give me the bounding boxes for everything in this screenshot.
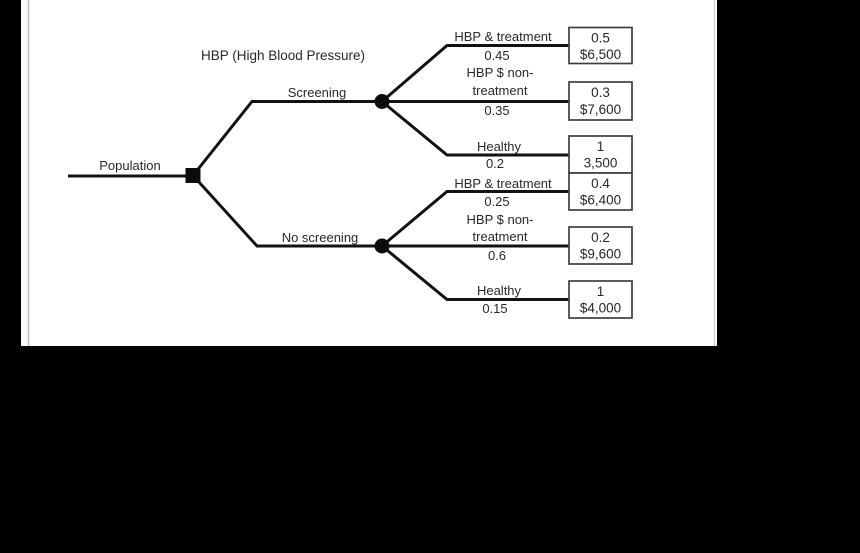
box-value-bottom: 3,500: [584, 156, 618, 171]
box-value-top: 1: [597, 284, 605, 299]
option-no-screening-label: No screening: [282, 230, 359, 245]
box-value-top: 1: [597, 139, 605, 154]
outcome-name: HBP & treatment: [454, 29, 552, 44]
root-label: Population: [99, 158, 160, 173]
box-value-bottom: $9,600: [580, 247, 621, 262]
outcome-name-line2: treatment: [473, 229, 528, 244]
outcome-probability: 0.45: [484, 48, 509, 63]
outcome-probability: 0.15: [482, 301, 507, 316]
payoff-box: [568, 26, 633, 65]
outcome-name: HBP $ non-: [467, 212, 534, 227]
option-screening-label: Screening: [288, 85, 347, 100]
screening-outcome-labels: HBP & treatment 0.45 HBP $ non- treatmen…: [454, 29, 552, 171]
tree-branches: [68, 44, 569, 301]
box-value-top: 0.3: [591, 85, 610, 100]
outcome-probability: 0.25: [484, 194, 509, 209]
chance-node-no-screening-circle: [374, 238, 390, 254]
branch-screening-line: [191, 100, 382, 177]
outcome-name: HBP & treatment: [454, 176, 552, 191]
box-value-bottom: $6,400: [580, 193, 621, 208]
branch-noscreening-healthy-line: [381, 244, 569, 301]
box-value-bottom: $4,000: [580, 301, 621, 316]
box-value-top: 0.2: [591, 230, 610, 245]
branch-noscreening-hbp-treatment-line: [381, 190, 569, 248]
box-value-top: 0.5: [591, 31, 610, 46]
no-screening-outcome-labels: HBP & treatment 0.25 HBP $ non- treatmen…: [454, 176, 552, 316]
branch-screening-hbp-treatment-line: [381, 44, 569, 103]
outcome-name-line2: treatment: [473, 83, 528, 98]
box-value-top: 0.4: [591, 176, 610, 191]
terminal-box-values: 0.5 $6,500 0.3 $7,600 1 3,500 0.4 $6,400…: [580, 31, 621, 316]
diagram-title: HBP (High Blood Pressure): [201, 48, 365, 63]
payoff-box: [568, 226, 633, 265]
branch-screening-healthy-line: [381, 100, 569, 157]
decision-node-square: [185, 168, 201, 183]
branch-no-screening-line: [191, 174, 382, 248]
outcome-name: HBP $ non-: [467, 65, 534, 80]
outcome-name: Healthy: [477, 283, 522, 298]
outcome-name: Healthy: [477, 139, 522, 154]
outcome-probability: 0.6: [488, 248, 506, 263]
payoff-box: [568, 172, 633, 211]
payoff-box: [568, 81, 633, 121]
chance-node-screening-circle: [374, 94, 390, 109]
payoff-box: [568, 280, 633, 319]
payoff-box: [568, 135, 633, 174]
terminal-boxes: [568, 26, 633, 319]
outcome-probability: 0.2: [486, 156, 504, 171]
box-value-bottom: $6,500: [580, 47, 621, 62]
outcome-probability: 0.35: [484, 103, 509, 118]
box-value-bottom: $7,600: [580, 102, 621, 117]
